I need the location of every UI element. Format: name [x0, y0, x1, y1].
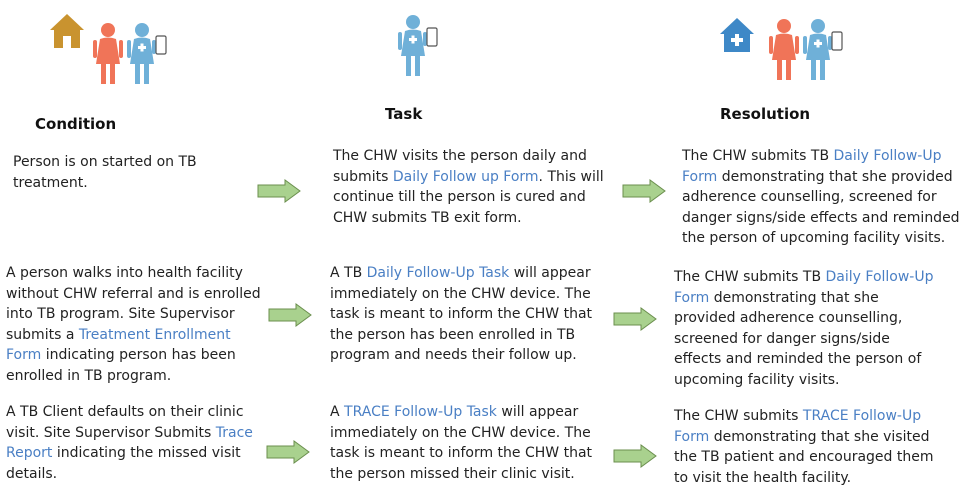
arrow-icon: [266, 440, 310, 464]
arrow-icon: [622, 179, 666, 203]
condition-text-row-3: A TB Client defaults on their clinic vis…: [6, 402, 256, 484]
chw-icon: [398, 15, 438, 76]
resolution-text-part: The CHW submits TB: [682, 148, 834, 164]
task-text-part: A: [330, 404, 345, 420]
resolution-text-part: The CHW submits TB: [674, 269, 826, 285]
chw-icon: [803, 19, 843, 80]
resolution-text-row-3: The CHW submits TRACE Follow-Up Form dem…: [674, 406, 936, 488]
condition-text-row-2: A person walks into health facility with…: [6, 263, 264, 386]
resolution-text-part: demonstrating that she visited the TB pa…: [674, 428, 934, 486]
condition-text-part: A TB Client defaults on their clinic vis…: [6, 404, 244, 441]
trace-follow-up-task-link[interactable]: TRACE Follow-Up Task: [344, 404, 497, 420]
resolution-text-part: The CHW submits: [674, 408, 803, 424]
treatment-enrollment-form-link[interactable]: Treatment Enrollment Form: [6, 326, 231, 364]
task-text-row-2: A TB Daily Follow-Up Task will appear im…: [330, 263, 592, 366]
resolution-text-part: demonstrating that she provided adherenc…: [682, 168, 960, 247]
condition-heading: Condition: [35, 115, 117, 133]
task-text-part: A TB: [330, 265, 367, 281]
person-icon: [93, 23, 123, 84]
chw-icon: [127, 23, 167, 84]
daily-follow-up-task-link[interactable]: Daily Follow-Up Task: [366, 265, 510, 281]
arrow-icon: [613, 444, 657, 468]
condition-text-row-1: Person is on started on TB treatment.: [13, 152, 213, 193]
daily-follow-up-form-link[interactable]: Daily Follow-Up Form: [674, 269, 934, 306]
condition-text-part: indicating person has been enrolled in T…: [6, 347, 236, 384]
daily-follow-up-form-link[interactable]: Daily Follow up Form: [392, 168, 539, 185]
task-text-part: will appear immediately on the CHW devic…: [330, 265, 593, 363]
task-text-part: The CHW visits the person daily and subm…: [333, 148, 587, 185]
daily-follow-up-form-link[interactable]: Daily Follow-Up Form: [682, 148, 942, 185]
task-heading: Task: [385, 105, 423, 123]
condition-text-part: indicating the missed visit details.: [6, 445, 241, 482]
condition-text-part: A person walks into health facility with…: [6, 265, 261, 343]
resolution-heading: Resolution: [720, 105, 811, 123]
task-text-part: will appear immediately on the CHW devic…: [330, 404, 593, 482]
house-icon: [50, 14, 84, 48]
task-text-part: . This will continue till the person is …: [333, 168, 604, 226]
arrow-icon: [268, 303, 312, 327]
arrow-icon: [257, 179, 301, 203]
resolution-text-part: demonstrating that she provided adherenc…: [674, 289, 922, 388]
resolution-text-row-2: The CHW submits TB Daily Follow-Up Form …: [674, 267, 936, 390]
task-text-row-1: The CHW visits the person daily and subm…: [333, 146, 605, 228]
task-text-row-3: A TRACE Follow-Up Task will appear immed…: [330, 402, 592, 484]
trace-follow-up-form-link[interactable]: TRACE Follow-Up Form: [674, 408, 922, 445]
trace-report-link[interactable]: Trace Report: [6, 424, 253, 462]
clinic-icon: [720, 18, 754, 52]
condition-text-part: Person is on started on TB treatment.: [13, 154, 197, 191]
resolution-text-row-1: The CHW submits TB Daily Follow-Up Form …: [682, 146, 960, 249]
person-icon: [769, 19, 799, 80]
arrow-icon: [613, 307, 657, 331]
